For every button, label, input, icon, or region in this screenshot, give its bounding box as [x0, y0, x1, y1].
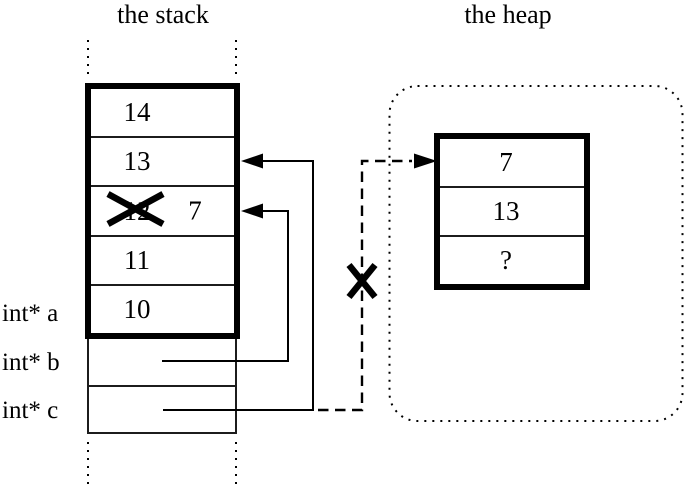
- stack-cell: 11: [91, 234, 234, 284]
- heap-cell-value: ?: [500, 245, 512, 275]
- stack-cell: 13: [91, 136, 234, 185]
- stack-slot-c: [89, 387, 235, 432]
- invalid-pointer-x-icon: [346, 262, 378, 300]
- heap-object-box: 7 13 ?: [434, 133, 590, 290]
- stack-cell-value: 14: [123, 97, 151, 128]
- stack-frame-box: 14 13 12 7 11 10: [85, 83, 240, 339]
- stack-cell-value: 11: [124, 244, 150, 275]
- heap-cell: 13: [440, 186, 584, 235]
- stack-cell: 10: [91, 283, 234, 333]
- heap-cell-value: 13: [492, 196, 520, 226]
- heap-title: the heap: [464, 0, 552, 29]
- stack-cell: 14: [91, 89, 234, 136]
- stack-pointer-slots: [87, 339, 237, 434]
- stack-cell-old-value: 12: [123, 195, 151, 226]
- stack-cell-overwritten: 12 7: [91, 185, 234, 234]
- stack-cell-value: 10: [123, 293, 151, 324]
- stack-cell-value: 13: [123, 146, 151, 177]
- stack-slot-b: [89, 339, 235, 387]
- heap-cell-value: 7: [499, 147, 513, 177]
- stack-title: the stack: [117, 0, 209, 29]
- pointer-c-arrowhead-icon: [241, 153, 263, 169]
- heap-cell: ?: [440, 235, 584, 284]
- dangling-heap-pointer-line: [318, 159, 412, 412]
- var-label-b: int* b: [2, 349, 60, 376]
- stack-cell-new-value: 7: [188, 195, 202, 226]
- var-label-c: int* c: [2, 397, 59, 424]
- heap-cell: 7: [440, 139, 584, 186]
- var-label-a: int* a: [2, 300, 59, 327]
- pointer-b-arrowhead-icon: [241, 203, 263, 219]
